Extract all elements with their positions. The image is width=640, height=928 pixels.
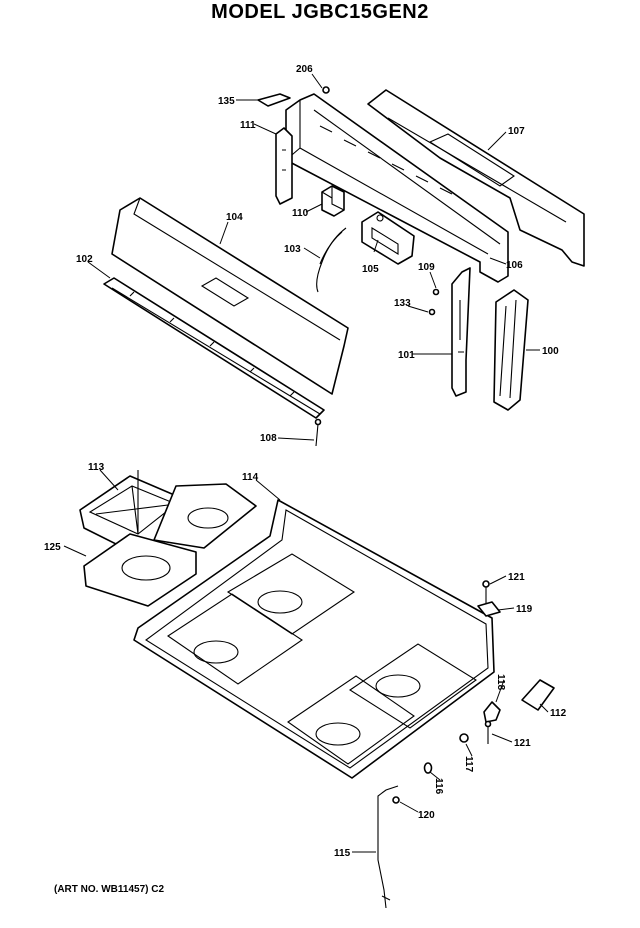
hinge-bracket-119 xyxy=(477,601,501,617)
part-label-105: 105 xyxy=(362,264,379,275)
part-label-206: 206 xyxy=(296,64,313,75)
spring-116 xyxy=(423,762,433,774)
screw-206 xyxy=(322,86,330,94)
burner-grate-113 xyxy=(79,470,257,557)
part-label-121-upper: 121 xyxy=(508,572,525,583)
ignitor-module-110 xyxy=(321,185,345,217)
part-label-106-right: 106 xyxy=(506,260,523,271)
cooktop-main-top-114 xyxy=(133,499,495,779)
part-label-108: 108 xyxy=(260,433,277,444)
end-bracket-111 xyxy=(275,127,293,205)
art-number-caption: (ART NO. WB11457) C2 xyxy=(54,884,165,895)
bracket-118 xyxy=(483,701,501,723)
nut-117 xyxy=(459,733,469,743)
part-label-112: 112 xyxy=(550,708,567,719)
part-label-102: 102 xyxy=(76,254,93,265)
lift-handle-112 xyxy=(521,679,555,711)
screw-133 xyxy=(428,308,436,316)
part-label-114: 114 xyxy=(242,472,259,483)
part-label-116: 116 xyxy=(433,778,444,795)
page-title: MODEL JGBC15GEN2 xyxy=(211,1,429,23)
burner-grate-125 xyxy=(83,533,197,607)
part-label-109: 109 xyxy=(418,262,435,273)
screw-121-lower xyxy=(484,720,492,744)
part-label-110: 110 xyxy=(292,208,309,219)
trim-clip-135 xyxy=(257,93,291,107)
part-label-121-lower: 121 xyxy=(514,738,531,749)
part-label-111: 111 xyxy=(240,120,256,131)
screw-109 xyxy=(432,288,440,296)
screw-121-upper xyxy=(482,580,490,606)
side-trim-101 xyxy=(451,267,471,397)
part-label-117: 117 xyxy=(463,756,474,773)
wire-harness-103 xyxy=(316,227,347,293)
part-label-125: 125 xyxy=(44,542,61,553)
part-label-101: 101 xyxy=(398,350,415,361)
control-panel-frame-106 xyxy=(285,93,509,283)
screw-108-upper xyxy=(314,418,322,447)
side-trim-100 xyxy=(493,289,529,411)
part-label-104: 104 xyxy=(226,212,243,223)
part-label-135: 135 xyxy=(218,96,235,107)
part-label-120: 120 xyxy=(418,810,435,821)
backsplash-panel-107 xyxy=(367,89,585,267)
manifold-panel-104 xyxy=(111,197,349,395)
part-label-100: 100 xyxy=(542,346,559,357)
part-label-113: 113 xyxy=(88,462,105,473)
part-label-133: 133 xyxy=(394,298,411,309)
part-label-115: 115 xyxy=(334,848,351,859)
part-label-107: 107 xyxy=(508,126,525,137)
part-label-103: 103 xyxy=(284,244,301,255)
part-label-118: 118 xyxy=(495,674,506,691)
clock-timer-105 xyxy=(361,211,415,265)
part-label-119: 119 xyxy=(516,604,533,615)
trim-strip-102 xyxy=(103,277,325,419)
clip-120 xyxy=(392,796,400,804)
support-rod-115 xyxy=(377,785,399,909)
